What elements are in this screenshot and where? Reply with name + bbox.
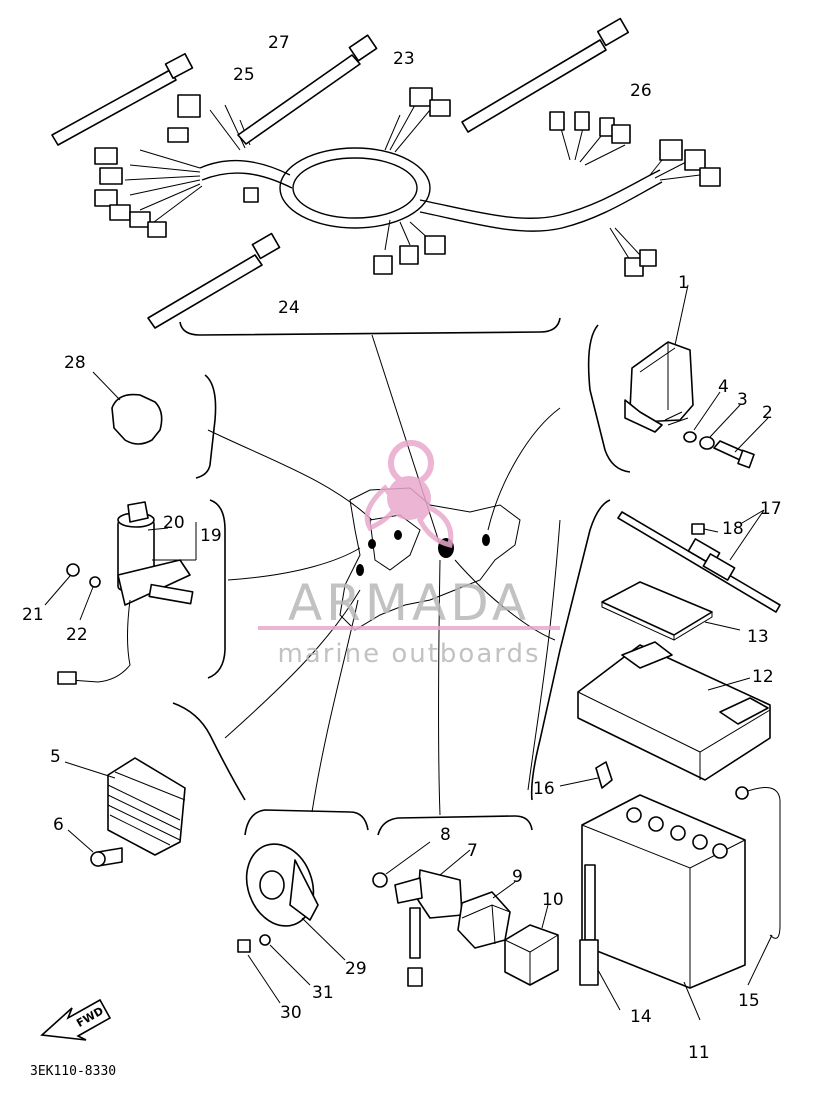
cable-tie-26 <box>461 17 630 133</box>
callout-25: 25 <box>233 65 255 85</box>
part-12-battery-cover <box>577 641 771 781</box>
watermark-logo-icon <box>364 440 454 549</box>
callout-3: 3 <box>737 390 748 410</box>
part-7-relay <box>394 849 471 987</box>
part-5-rectifier <box>64 757 186 856</box>
part-11-battery <box>581 794 746 1021</box>
callout-5: 5 <box>50 747 61 767</box>
cable-tie-24 <box>147 232 281 329</box>
callout-4: 4 <box>718 377 729 397</box>
part-4-washer <box>683 391 721 443</box>
brace-1-group <box>587 324 631 473</box>
part-1-cover <box>624 284 694 433</box>
part-17-rod <box>617 509 781 613</box>
callout-27: 27 <box>268 33 290 53</box>
callout-29: 29 <box>345 959 367 979</box>
leader-lines <box>207 334 561 816</box>
part-2-bolt <box>713 417 769 469</box>
callout-10: 10 <box>542 890 564 910</box>
watermark-title: ARMADA <box>288 574 530 632</box>
cable-tie-25 <box>51 52 194 146</box>
fwd-arrow-icon: FWD <box>40 998 112 1041</box>
part-16-clip <box>559 761 613 789</box>
callout-13: 13 <box>747 627 769 647</box>
callout-7: 7 <box>467 841 478 861</box>
part-15-cable <box>735 786 781 986</box>
diagram-code: 3EK110-8330 <box>30 1064 116 1079</box>
callout-26: 26 <box>630 81 652 101</box>
brace-relays <box>377 815 533 836</box>
wire-harness <box>94 87 721 277</box>
callout-15: 15 <box>738 991 760 1011</box>
part-29-horn <box>245 843 346 961</box>
callout-17: 17 <box>760 499 782 519</box>
callout-11: 11 <box>688 1043 710 1063</box>
part-30-bolt <box>237 939 281 1004</box>
part-10-relay <box>504 904 559 986</box>
callout-16: 16 <box>533 779 555 799</box>
part-9-relay <box>457 881 516 949</box>
part-28-cap <box>92 371 163 445</box>
callout-24: 24 <box>278 298 300 318</box>
brace-19-group <box>207 499 226 679</box>
callout-2: 2 <box>762 403 773 423</box>
part-13-pad <box>601 581 741 641</box>
callout-1: 1 <box>678 273 689 293</box>
callout-6: 6 <box>53 815 64 835</box>
callout-9: 9 <box>512 867 523 887</box>
watermark-subtitle: marine outboards <box>277 639 540 669</box>
callout-31: 31 <box>312 983 334 1003</box>
callout-8: 8 <box>440 825 451 845</box>
brace-regulator <box>172 702 246 801</box>
watermark-rule <box>258 626 560 630</box>
part-8-nut <box>372 841 431 888</box>
cable-tie-27 <box>237 34 378 145</box>
callout-28: 28 <box>64 353 86 373</box>
callout-22: 22 <box>66 625 88 645</box>
harness-group-brace <box>179 317 561 336</box>
callout-14: 14 <box>630 1007 652 1027</box>
callout-23: 23 <box>393 49 415 69</box>
callout-12: 12 <box>752 667 774 687</box>
callout-21: 21 <box>22 605 44 625</box>
part-21-screw <box>44 563 80 606</box>
part-31-washer <box>259 934 311 986</box>
callout-18: 18 <box>722 519 744 539</box>
part-18-bolt <box>691 523 719 535</box>
callout-19: 19 <box>200 526 222 546</box>
part-14-breather-pipe <box>579 864 621 1011</box>
brace-horn <box>244 809 369 836</box>
callout-labels: 1 2 3 4 5 6 7 8 9 10 11 12 13 14 15 16 1… <box>22 33 782 1063</box>
callout-20: 20 <box>163 513 185 533</box>
part-19-switch <box>57 501 197 685</box>
part-3-washer <box>699 404 741 450</box>
watermark: ARMADA marine outboards <box>258 440 560 669</box>
brace-28 <box>195 374 217 479</box>
part-22-nut <box>79 576 101 621</box>
callout-30: 30 <box>280 1003 302 1023</box>
brace-battery-group <box>530 499 611 801</box>
part-6-bolt <box>67 829 123 867</box>
